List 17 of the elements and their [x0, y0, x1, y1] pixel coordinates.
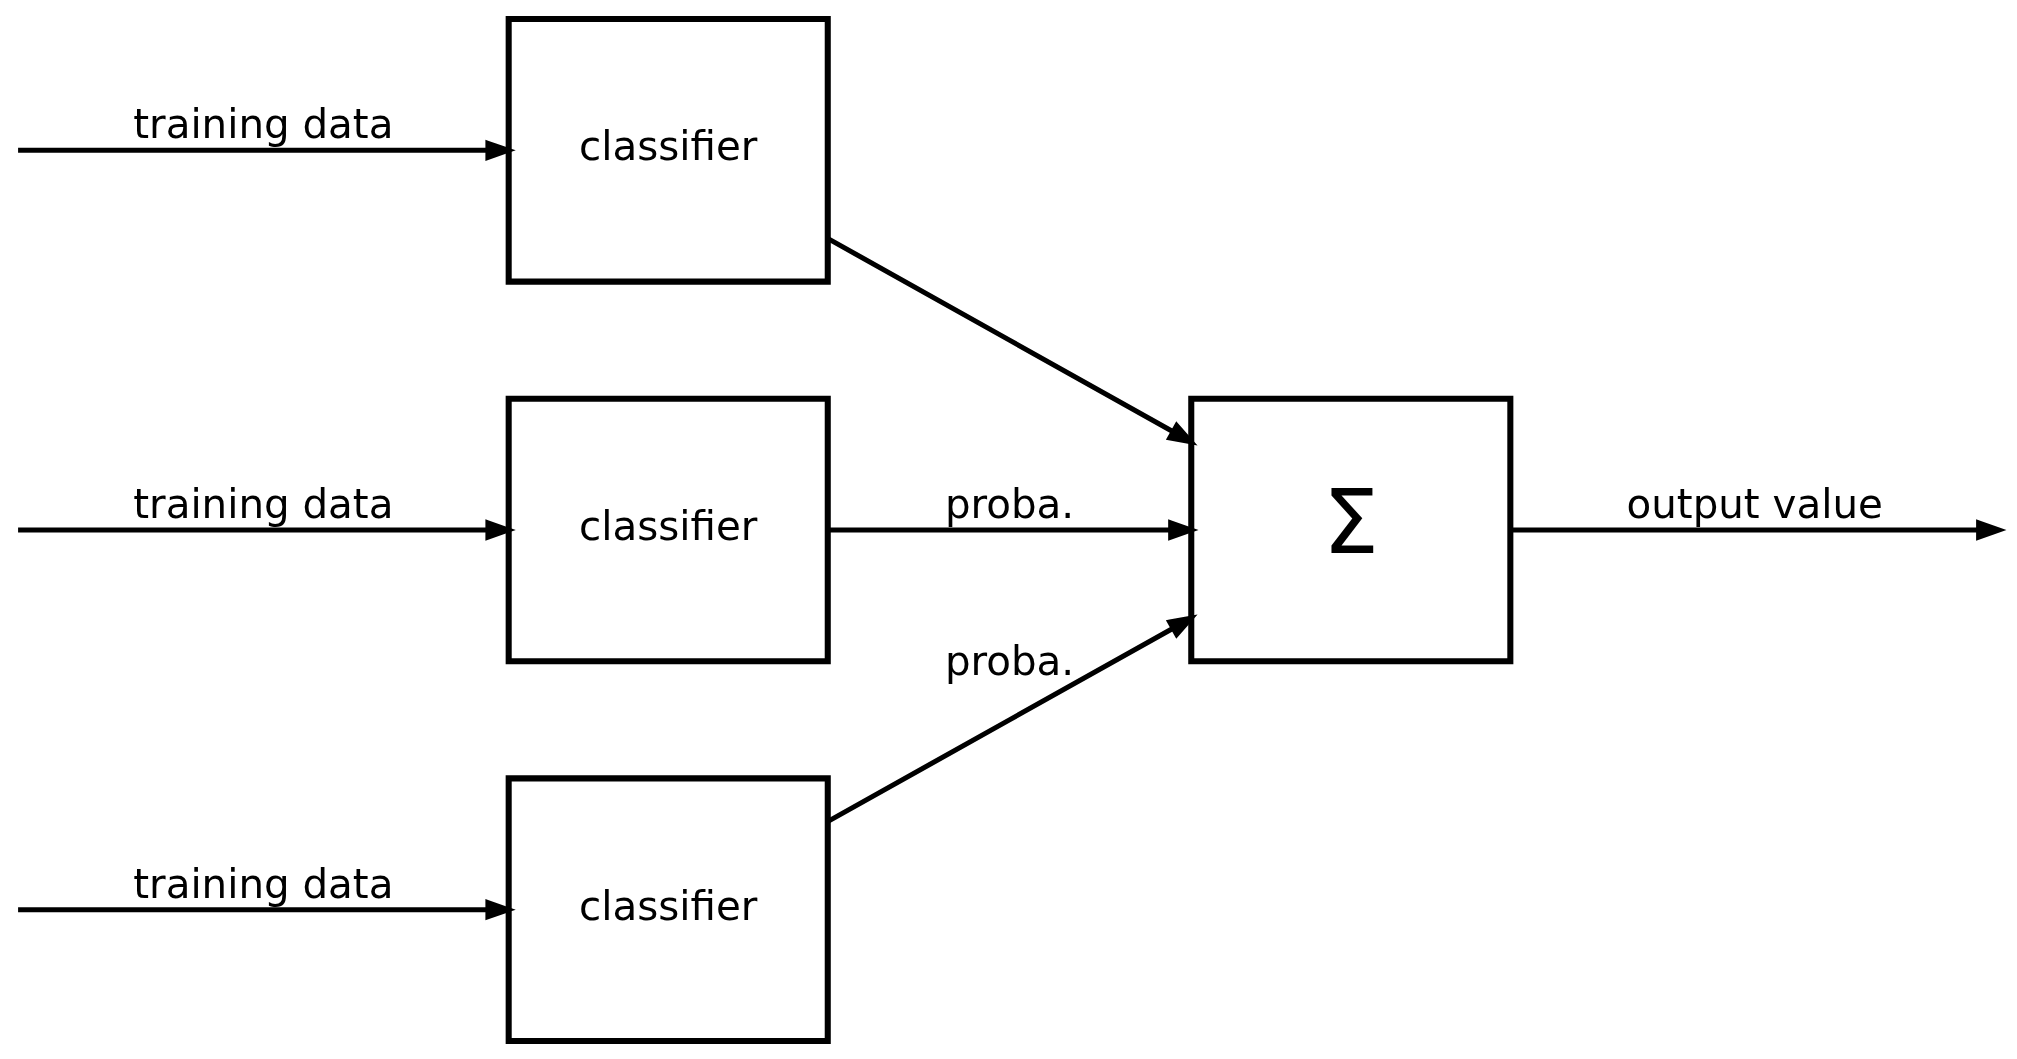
arrow: [18, 898, 516, 920]
arrow: [828, 518, 1199, 541]
arrow: [18, 139, 516, 161]
node-box: Σ: [1188, 395, 1514, 664]
edge-label: training data: [133, 860, 394, 908]
node-box: classifier: [505, 774, 831, 1044]
edge-label: training data: [133, 100, 394, 148]
edge-label: training data: [133, 480, 394, 528]
edge-label: proba.: [944, 637, 1075, 685]
edge-label: proba.: [944, 480, 1075, 528]
node-box: classifier: [505, 15, 831, 285]
node-box: classifier: [505, 395, 831, 664]
arrow: [827, 614, 1198, 823]
arrow: [18, 518, 516, 541]
edge-label: output value: [1626, 480, 1883, 528]
arrow: [827, 236, 1198, 445]
arrow: [1510, 518, 2007, 541]
